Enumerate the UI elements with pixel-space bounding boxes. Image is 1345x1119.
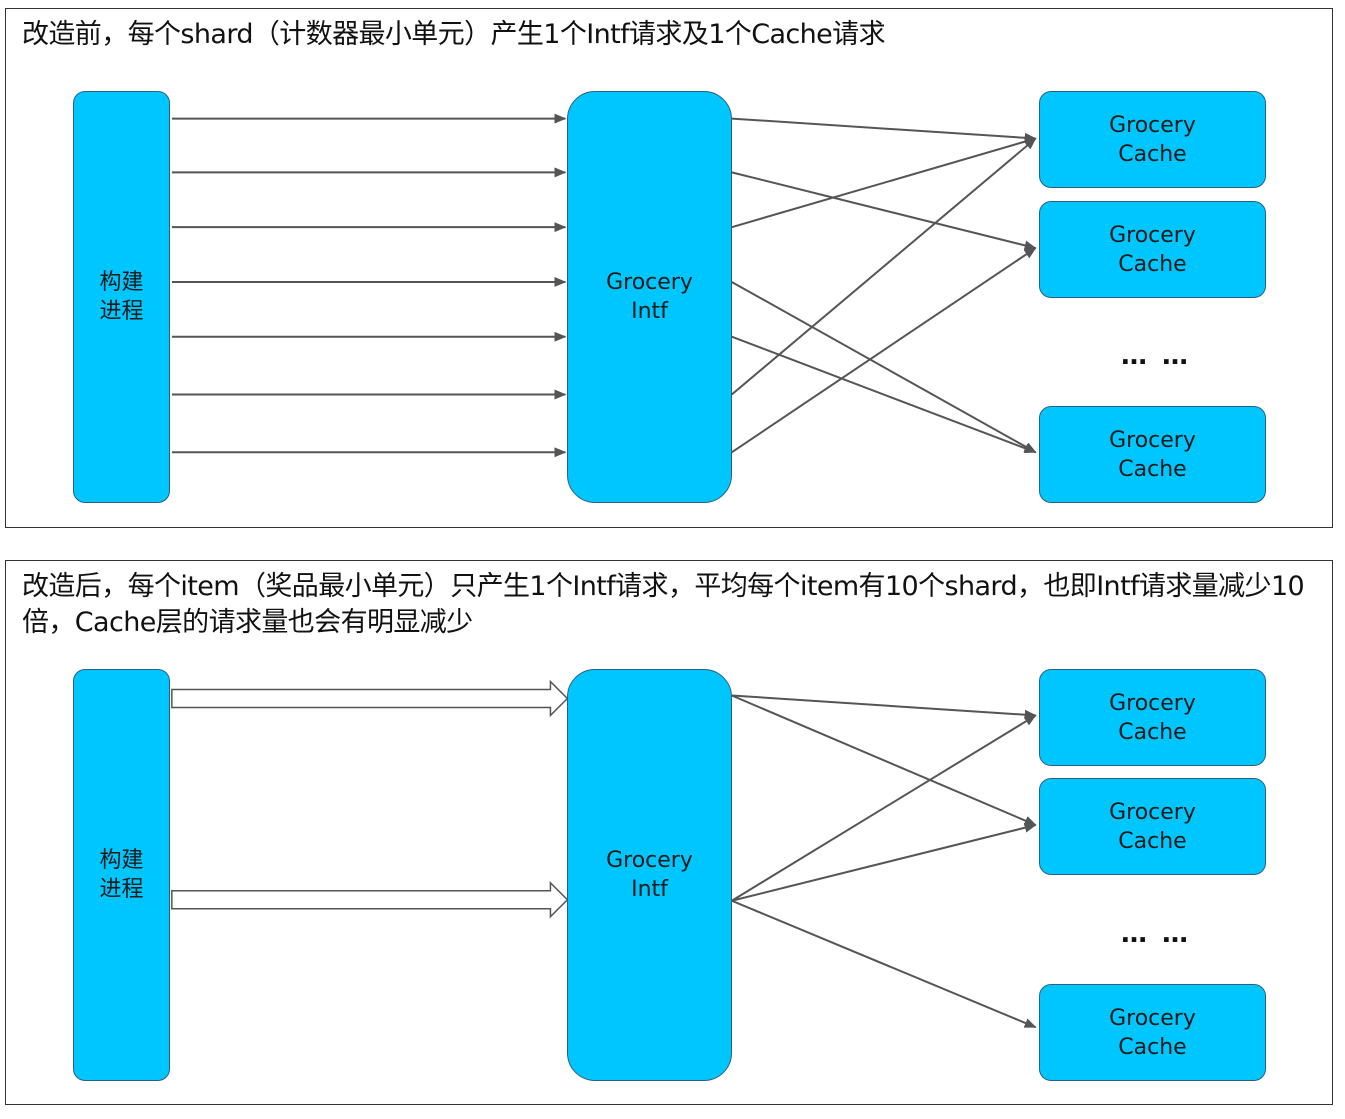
- intf-to-cache-arrow: [731, 714, 1037, 902]
- cache-ellipsis: … …: [1120, 341, 1192, 371]
- grocery-cache-label-line1: Grocery: [1109, 690, 1196, 716]
- grocery-cache-label-line1: Grocery: [1109, 1005, 1196, 1031]
- intf-to-cache-arrow: [731, 247, 1037, 454]
- after-panel: 改造后，每个item（奖品最小单元）只产生1个Intf请求，平均每个item有1…: [5, 560, 1333, 1105]
- before-caption: 改造前，每个shard（计数器最小单元）产生1个Intf请求及1个Cache请求: [22, 19, 886, 50]
- grocery-cache-label-line2: Cache: [1118, 719, 1187, 745]
- grocery-cache-label-line1: Grocery: [1109, 112, 1196, 138]
- grocery-cache-label-line2: Cache: [1118, 828, 1187, 854]
- grocery-cache-label-line2: Cache: [1118, 141, 1187, 167]
- grocery-intf-box: Grocery Intf: [567, 669, 732, 1081]
- grocery-cache-box-3: Grocery Cache: [1039, 406, 1266, 503]
- grocery-cache-label-line2: Cache: [1118, 1034, 1187, 1060]
- intf-to-cache-arrow: [731, 822, 1037, 902]
- grocery-intf-label-line1: Grocery: [606, 848, 693, 873]
- grocery-cache-label-line2: Cache: [1118, 456, 1187, 482]
- intf-to-cache-arrow: [731, 137, 1037, 396]
- grocery-cache-box-3: Grocery Cache: [1039, 984, 1266, 1081]
- grocery-intf-label-line2: Intf: [631, 877, 668, 902]
- build-process-label-line1: 构建: [99, 848, 144, 873]
- intf-to-cache-arrow: [731, 281, 1037, 454]
- build-process-label-line1: 构建: [99, 270, 144, 295]
- intf-to-cache-arrow: [731, 117, 1037, 143]
- block-arrow: [171, 679, 569, 718]
- grocery-cache-box-1: Grocery Cache: [1039, 669, 1266, 766]
- build-process-box: 构建 进程: [73, 91, 170, 503]
- intf-to-cache-arrow: [731, 694, 1037, 720]
- after-caption: 改造后，每个item（奖品最小单元）只产生1个Intf请求，平均每个item有1…: [22, 571, 1305, 638]
- build-process-box: 构建 进程: [73, 669, 170, 1081]
- grocery-intf-label-line1: Grocery: [606, 270, 693, 295]
- grocery-cache-box-2: Grocery Cache: [1039, 778, 1266, 875]
- grocery-cache-label-line1: Grocery: [1109, 799, 1196, 825]
- before-panel: 改造前，每个shard（计数器最小单元）产生1个Intf请求及1个Cache请求: [5, 8, 1333, 528]
- grocery-cache-label-line1: Grocery: [1109, 427, 1196, 453]
- intf-to-cache-arrow: [731, 694, 1037, 826]
- cache-ellipsis: … …: [1120, 919, 1192, 949]
- build-process-label-line2: 进程: [99, 877, 144, 902]
- intf-to-cache-arrow: [731, 136, 1037, 229]
- grocery-cache-box-2: Grocery Cache: [1039, 201, 1266, 298]
- grocery-cache-label-line2: Cache: [1118, 251, 1187, 277]
- intf-to-cache-arrow: [731, 335, 1037, 454]
- grocery-intf-label-line2: Intf: [631, 299, 668, 324]
- grocery-intf-box: Grocery Intf: [567, 91, 732, 503]
- grocery-cache-label-line1: Grocery: [1109, 222, 1196, 248]
- block-arrow: [171, 881, 569, 919]
- build-process-label-line2: 进程: [99, 299, 144, 324]
- intf-to-cache-arrow: [731, 171, 1037, 251]
- intf-to-cache-arrow: [731, 899, 1037, 1029]
- grocery-cache-box-1: Grocery Cache: [1039, 91, 1266, 188]
